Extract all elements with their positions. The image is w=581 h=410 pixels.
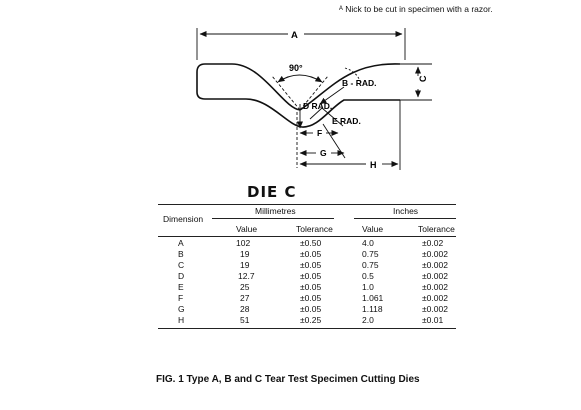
- dimension-cell: G: [178, 304, 185, 314]
- mm-tolerance-cell: ±0.05: [300, 249, 322, 259]
- mm-value-cell: 27: [240, 293, 250, 303]
- in-tolerance-cell: ±0.02: [422, 238, 444, 248]
- in-value-cell: 4.0: [362, 238, 374, 248]
- mm-tolerance-header: Tolerance: [296, 224, 333, 234]
- footnote: ᴬ Nick to be cut in specimen with a razo…: [339, 4, 493, 14]
- label-angle: 90°: [289, 63, 303, 73]
- die-c-drawing: A 90° B - RAD. C D RAD. E RAD. F G: [196, 28, 432, 170]
- mm-tolerance-cell: ±0.05: [300, 260, 322, 270]
- specimen-outline: [196, 63, 401, 128]
- in-value-cell: 1.061: [362, 293, 384, 303]
- label-e-rad: E RAD.: [332, 116, 361, 126]
- die-title: DIE C: [247, 183, 297, 201]
- dimension-cell: B: [178, 249, 184, 259]
- mm-tolerance-cell: ±0.05: [300, 304, 322, 314]
- in-tolerance-cell: ±0.002: [422, 293, 448, 303]
- mm-value-cell: 25: [240, 282, 250, 292]
- inches-underline: [354, 218, 456, 219]
- millimetres-header: Millimetres: [255, 206, 296, 216]
- in-value-cell: 2.0: [362, 315, 374, 325]
- mm-tolerance-cell: ±0.05: [300, 293, 322, 303]
- in-value-cell: 0.75: [362, 260, 379, 270]
- mm-value-cell: 19: [240, 260, 250, 270]
- dimension-cell: F: [178, 293, 184, 303]
- figure-caption: FIG. 1 Type A, B and C Tear Test Specime…: [156, 374, 420, 385]
- label-h: H: [370, 160, 377, 170]
- in-value-cell: 1.0: [362, 282, 374, 292]
- mm-value-cell: 12.7: [238, 271, 255, 281]
- in-value-cell: 0.75: [362, 249, 379, 259]
- mm-value-cell: 19: [240, 249, 250, 259]
- in-value-header: Value: [362, 224, 384, 234]
- in-value-cell: 1.118: [362, 304, 383, 314]
- label-d-rad: D RAD.: [303, 101, 332, 111]
- table-top-rule: [158, 204, 456, 205]
- in-tolerance-cell: ±0.002: [422, 282, 448, 292]
- inches-header: Inches: [393, 206, 419, 216]
- table-header-rule: [158, 236, 456, 237]
- dimension-cell: E: [178, 282, 184, 292]
- label-g: G: [320, 148, 327, 158]
- table-bottom-rule: [158, 328, 456, 329]
- mm-value-cell: 102: [236, 238, 251, 248]
- dimension-header: Dimension: [163, 214, 204, 224]
- label-b-rad: B - RAD.: [342, 78, 376, 88]
- dimension-cell: C: [178, 260, 185, 270]
- label-f: F: [317, 128, 322, 138]
- label-a: A: [291, 30, 298, 41]
- in-tolerance-cell: ±0.002: [422, 304, 448, 314]
- in-tolerance-cell: ±0.002: [422, 249, 448, 259]
- millimetres-underline: [212, 218, 334, 219]
- mm-tolerance-cell: ±0.50: [300, 238, 322, 248]
- in-tolerance-cell: ±0.002: [422, 271, 448, 281]
- mm-value-cell: 51: [240, 315, 250, 325]
- in-tolerance-cell: ±0.01: [422, 315, 444, 325]
- in-tolerance-cell: ±0.002: [422, 260, 448, 270]
- dimension-cell: H: [178, 315, 185, 325]
- mm-tolerance-cell: ±0.05: [300, 282, 322, 292]
- in-tolerance-header: Tolerance: [418, 224, 455, 234]
- mm-tolerance-cell: ±0.05: [300, 271, 322, 281]
- in-value-cell: 0.5: [362, 271, 374, 281]
- label-c: C: [418, 75, 428, 82]
- mm-value-header: Value: [236, 224, 258, 234]
- dimension-cell: A: [178, 238, 184, 248]
- dimension-cell: D: [178, 271, 185, 281]
- mm-tolerance-cell: ±0.25: [300, 315, 322, 325]
- mm-value-cell: 28: [240, 304, 250, 314]
